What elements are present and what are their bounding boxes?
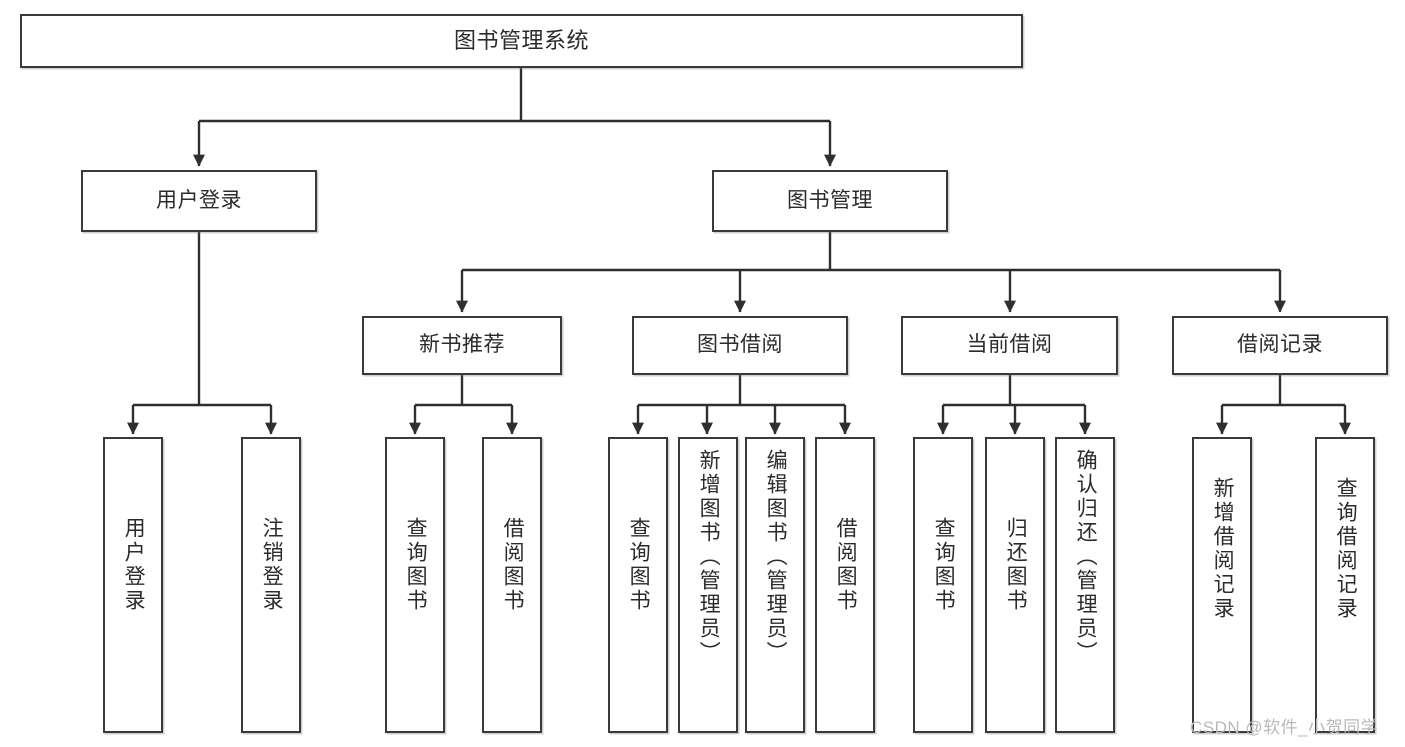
node-label: 归还图书 [1004, 517, 1028, 613]
leaf-borrow-record-query[interactable]: 查询借阅记录 [1315, 437, 1375, 733]
node-label: 新书推荐 [419, 333, 505, 357]
node-root-system[interactable]: 图书管理系统 [20, 14, 1023, 68]
node-label: 查询图书 [627, 517, 651, 613]
leaf-book-borrow-edit[interactable]: 编辑图书（管理员） [745, 437, 805, 733]
node-label: 图书管理 [787, 188, 873, 212]
node-user-login[interactable]: 用户登录 [81, 170, 317, 232]
leaf-book-borrow-query[interactable]: 查询图书 [608, 437, 668, 733]
node-book-management[interactable]: 图书管理 [712, 170, 948, 232]
node-label: 借阅图书 [501, 517, 525, 613]
node-label: 查询借阅记录 [1334, 477, 1358, 621]
leaf-user-login-logout[interactable]: 注销登录 [241, 437, 301, 733]
node-label: 当前借阅 [966, 333, 1053, 357]
watermark-text: CSDN @软件_小贺同学 [1190, 718, 1379, 737]
node-label: 新增借阅记录 [1211, 477, 1235, 621]
node-label: 查询图书 [404, 517, 428, 613]
leaf-user-login-login[interactable]: 用户登录 [103, 437, 163, 733]
leaf-current-borrow-confirm-return[interactable]: 确认归还（管理员） [1055, 437, 1115, 733]
leaf-current-borrow-return[interactable]: 归还图书 [985, 437, 1045, 733]
node-borrow-record[interactable]: 借阅记录 [1172, 316, 1388, 375]
node-label: 确认归还（管理员） [1074, 449, 1098, 665]
leaf-new-book-query[interactable]: 查询图书 [385, 437, 445, 733]
node-new-book-recommend[interactable]: 新书推荐 [362, 316, 562, 375]
leaf-current-borrow-query[interactable]: 查询图书 [913, 437, 973, 733]
node-book-borrow[interactable]: 图书借阅 [632, 316, 848, 375]
node-label: 图书借阅 [697, 333, 783, 357]
node-label: 图书管理系统 [453, 28, 589, 54]
leaf-borrow-record-add[interactable]: 新增借阅记录 [1192, 437, 1252, 733]
node-current-borrow[interactable]: 当前借阅 [901, 316, 1118, 375]
node-label: 借阅图书 [834, 517, 858, 613]
node-label: 新增图书（管理员） [697, 449, 721, 665]
node-label: 编辑图书（管理员） [764, 449, 788, 665]
node-label: 用户登录 [122, 517, 146, 613]
node-label: 用户登录 [156, 188, 242, 212]
node-label: 借阅记录 [1237, 333, 1323, 357]
leaf-book-borrow-borrow[interactable]: 借阅图书 [815, 437, 875, 733]
leaf-book-borrow-add[interactable]: 新增图书（管理员） [678, 437, 738, 733]
leaf-new-book-borrow[interactable]: 借阅图书 [482, 437, 542, 733]
node-label: 注销登录 [260, 517, 284, 613]
node-label: 查询图书 [932, 517, 956, 613]
